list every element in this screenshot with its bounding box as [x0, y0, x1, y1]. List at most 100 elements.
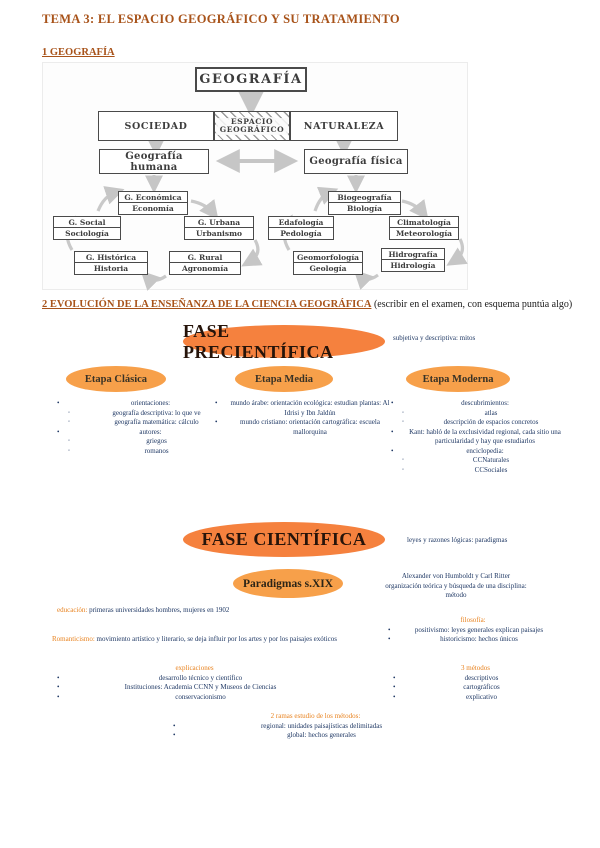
cycle-arrow-icon — [96, 186, 125, 212]
diagram-box-naturaleza: NATURALEZA — [290, 111, 398, 141]
list-item: descripción de espacios concretos — [386, 418, 572, 428]
box-bottom-label: Urbanismo — [195, 229, 243, 238]
list-item: global: hechos generales — [168, 731, 463, 741]
list-item: descubrimientos: — [386, 399, 572, 409]
diagram-box-hidrografia: Hidrografía Hidrología — [381, 248, 445, 272]
explicaciones-heading: explicaciones — [175, 664, 214, 672]
list-item: geografía descriptiva: lo que ve — [52, 409, 237, 419]
box-bottom-label: Biología — [347, 204, 382, 213]
diagram-box-geografia-fisica: Geografía física — [304, 149, 408, 174]
educacion-text: primeras universidades hombres, mujeres … — [89, 606, 230, 614]
romanticismo-block: Romanticismo: movimiento artístico y lit… — [52, 635, 337, 645]
diagram-box-geografia: GEOGRAFÍA — [195, 67, 307, 92]
list-item: regional: unidades paisajísticas delimit… — [168, 722, 463, 732]
cycle-arrow-icon — [353, 269, 379, 291]
espacio-line1: ESPACIO — [228, 116, 276, 126]
romanticismo-text: movimiento artístico y literario, se dej… — [96, 635, 338, 643]
paradigmas-side-text: Alexander von Humboldt y Carl Ritter org… — [352, 572, 560, 601]
list-item: cartográficos — [388, 683, 563, 693]
etapa-media-list: mundo árabe: orientación ecológica: estu… — [210, 399, 398, 437]
box-top-label: G. Urbana — [185, 217, 253, 228]
document-title: TEMA 3: EL ESPACIO GEOGRÁFICO Y SU TRATA… — [42, 12, 400, 26]
list-item: CCSociales — [386, 466, 572, 476]
list-item: historicismo: hechos únicos — [383, 635, 563, 645]
section-heading-geografia: 1 GEOGRAFÍA — [42, 47, 115, 58]
diagram-box-geografia-humana: Geografía humana — [99, 149, 209, 174]
box-bottom-label: Economía — [132, 204, 174, 213]
list-item: griegos — [52, 437, 237, 447]
list-item: positivismo: leyes generales explican pa… — [383, 626, 563, 636]
etapa-moderna-ellipse: Etapa Moderna — [406, 366, 510, 392]
fase-precientifica-note: subjetiva y descriptiva: mitos — [393, 334, 476, 342]
diagram-box-climatologia: Climatología Meteorología — [389, 216, 459, 240]
diagram-box-social: G. Social Sociología — [53, 216, 121, 240]
diagram-box-edafologia: Edafología Pedología — [268, 216, 334, 240]
list-item: geografía matemática: cálculo — [52, 418, 237, 428]
espacio-line2: GEOGRÁFICO — [217, 125, 287, 134]
explicaciones-block: explicaciones desarrollo técnico y cient… — [52, 664, 337, 702]
box-top-label: G. Social — [54, 217, 120, 228]
box-top-label: G. Económica — [119, 192, 187, 203]
ramas-block: 2 ramas estudio de los métodos: regional… — [168, 712, 463, 741]
diagram-box-espacio-geografico: ESPACIO GEOGRÁFICO — [214, 111, 290, 141]
cycle-arrow-icon — [401, 199, 429, 221]
list-item: explicativo — [388, 693, 563, 703]
diagram-box-historica: G. Histórica Historia — [74, 251, 148, 275]
filosofia-block: filosofía: positivismo: leyes generales … — [383, 616, 563, 645]
metodos-block: 3 métodos descriptivos cartográficos exp… — [388, 664, 563, 702]
box-bottom-label: Agronomía — [181, 264, 229, 273]
list-item: autores: — [52, 428, 237, 438]
cycle-arrow-icon — [241, 239, 263, 267]
cycle-arrow-icon — [446, 238, 468, 266]
fase-cientifica-note: leyes y razones lógicas: paradigmas — [407, 536, 508, 544]
educacion-keyword: educación: — [57, 606, 88, 614]
section-heading-evolucion: 2 EVOLUCIÓN DE LA ENSEÑANZA DE LA CIENCI… — [42, 299, 582, 310]
text-line: Alexander von Humboldt y Carl Ritter — [401, 572, 511, 580]
box-top-label: G. Rural — [170, 252, 240, 263]
section2-heading-text: 2 EVOLUCIÓN DE LA ENSEÑANZA DE LA CIENCI… — [42, 299, 372, 310]
diagram-box-biogeografia: Biogeografía Biología — [328, 191, 401, 215]
list-item: Kant: habló de la exclusividad regional,… — [386, 428, 572, 447]
text-line: organización teórica y búsqueda de una d… — [385, 581, 527, 590]
box-bottom-label: Historia — [93, 264, 129, 273]
list-item: CCNaturales — [386, 456, 572, 466]
box-bottom-label: Pedología — [280, 229, 322, 238]
list-item: atlas — [386, 409, 572, 419]
box-top-label: Hidrografía — [382, 249, 444, 260]
box-bottom-label: Sociología — [65, 229, 109, 238]
diagram-box-rural: G. Rural Agronomía — [169, 251, 241, 275]
list-item: desarrollo técnico y científico — [52, 674, 337, 684]
box-top-label: Biogeografía — [329, 192, 400, 203]
box-top-label: Geomorfología — [294, 252, 362, 263]
section2-note: (escribir en el examen, con esquema punt… — [373, 299, 573, 310]
filosofia-heading: filosofía: — [460, 616, 486, 624]
cycle-arrow-icon — [190, 199, 219, 221]
etapa-clasica-list: orientaciones: geografía descriptiva: lo… — [52, 399, 237, 456]
box-bottom-label: Meteorología — [395, 229, 453, 238]
list-item: enciclopedia: — [386, 447, 572, 457]
box-bottom-label: Geología — [309, 264, 347, 273]
list-item: descriptivos — [388, 674, 563, 684]
box-bottom-label: Hidrología — [390, 261, 436, 270]
paradigmas-ellipse: Paradigmas s.XIX — [233, 569, 343, 598]
educacion-line: educación: primeras universidades hombre… — [57, 606, 357, 616]
etapa-media-ellipse: Etapa Media — [235, 366, 333, 392]
list-item: mundo árabe: orientación ecológica: estu… — [210, 399, 398, 418]
list-item: romanos — [52, 447, 237, 457]
box-top-label: G. Histórica — [75, 252, 147, 263]
diagram-box-urbana: G. Urbana Urbanismo — [184, 216, 254, 240]
list-item: conservacionismo — [52, 693, 337, 703]
ramas-heading: 2 ramas estudio de los métodos: — [270, 712, 361, 720]
diagram-arrows — [57, 86, 468, 291]
box-top-label: Edafología — [269, 217, 333, 228]
etapa-moderna-list: descubrimientos: atlas descripción de es… — [386, 399, 572, 475]
list-item: Instituciones: Academia CCNN y Museos de… — [52, 683, 337, 693]
diagram-box-geomorfologia: Geomorfología Geología — [293, 251, 363, 275]
fase-precientifica-ellipse: FASE PRECIENTÍFICA — [183, 321, 385, 362]
cycle-arrow-icon — [140, 270, 167, 291]
romanticismo-keyword: Romanticismo: — [52, 635, 95, 643]
fase-cientifica-ellipse: FASE CIENTÍFICA — [183, 522, 385, 557]
etapa-clasica-ellipse: Etapa Clásica — [66, 366, 166, 392]
list-item: mundo cristiano: orientación cartográfic… — [210, 418, 398, 437]
